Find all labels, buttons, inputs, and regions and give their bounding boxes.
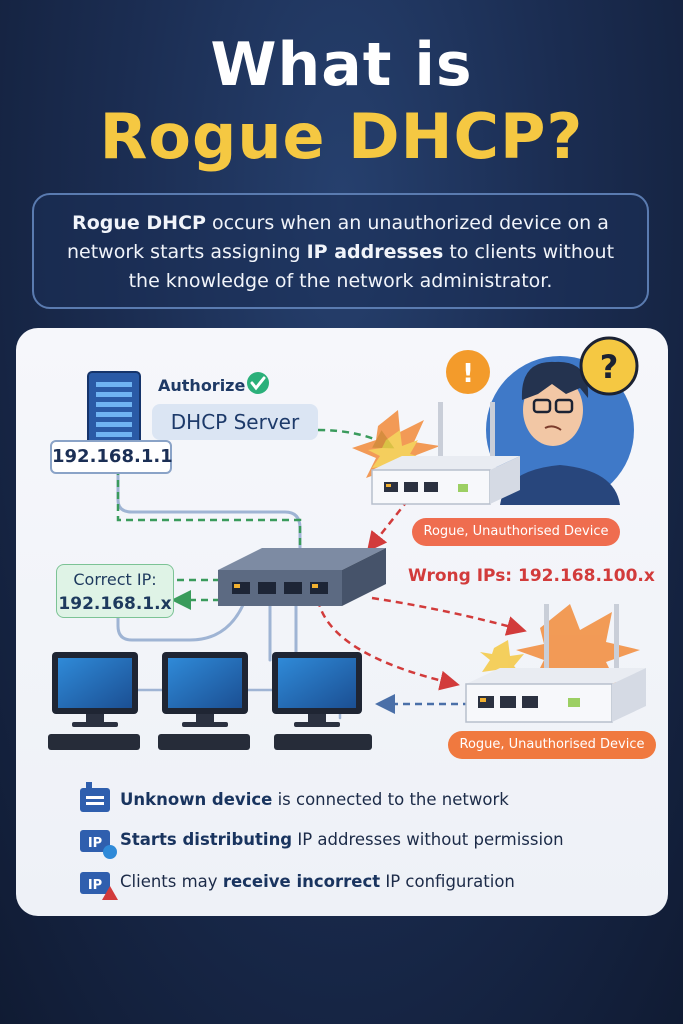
title-line-1: What is [210,30,473,100]
ip-warning-icon: IP [80,872,118,900]
ip-distribute-icon: IP [80,830,117,859]
point-1-bold: Unknown device [120,790,273,809]
intro-box: Rogue DHCP occurs when an unauthorized d… [32,193,649,309]
intro-bold-2: IP addresses [306,241,444,263]
rogue-device-tag-1: Rogue, Unauthorised Device [412,518,620,546]
point-3-bold: receive incorrect [222,872,381,891]
check-icon [247,372,269,394]
alert-text-1: ! [462,359,474,389]
point-2-rest: IP addresses without permission [292,830,564,849]
authorize-label: Authorize [158,376,246,395]
point-3-pre: Clients may [120,872,223,891]
point-2-bold: Starts distributing [120,830,293,849]
rogue-flow-arrows [316,499,527,714]
correct-ip-label: Correct IP: [73,570,157,589]
wrong-ip-label: Wrong IPs: 192.168.100.x [408,566,655,586]
client-computer-3 [272,652,372,750]
confused-person-icon [486,356,634,505]
correct-ip-value: 192.168.1.x [58,594,172,614]
title-line-2: Rogue DHCP? [99,100,584,173]
correct-ip-box: Correct IP: 192.168.1.x [56,564,174,618]
rogue-router-1-icon [371,402,520,505]
dhcp-server-label: DHCP Server [152,404,318,440]
alert-text-2: ? [600,348,619,386]
network-switch-icon [218,548,386,606]
device-icon [80,782,110,812]
question-bubble-icon: ? [579,336,639,396]
client-computer-1 [48,652,140,750]
rogue-device-tag-2: Rogue, Unauthorised Device [448,731,656,759]
ip-badge-2: IP [88,878,102,893]
point-incorrect-config: Clients may receive incorrect IP configu… [120,872,515,891]
authorized-flow-arrows [116,428,395,610]
intro-text-2: to clients without the knowledge of the … [128,241,615,292]
point-distributing: Starts distributing IP addresses without… [120,830,564,849]
exclamation-bubble-icon: ! [446,350,490,394]
client-computer-2 [158,652,250,750]
point-3-rest: IP configuration [380,872,515,891]
rogue-router-2-icon [465,604,646,723]
point-1-rest: is connected to the network [272,790,509,809]
server-ip-box: 192.168.1.1 [50,440,173,474]
intro-text-1: occurs when an unauthorized device on a … [66,212,609,263]
ip-badge-1: IP [88,836,102,851]
dhcp-server-icon [87,371,141,447]
point-unknown-device: Unknown device is connected to the netwo… [120,790,509,809]
intro-lead: Rogue DHCP [72,212,206,234]
